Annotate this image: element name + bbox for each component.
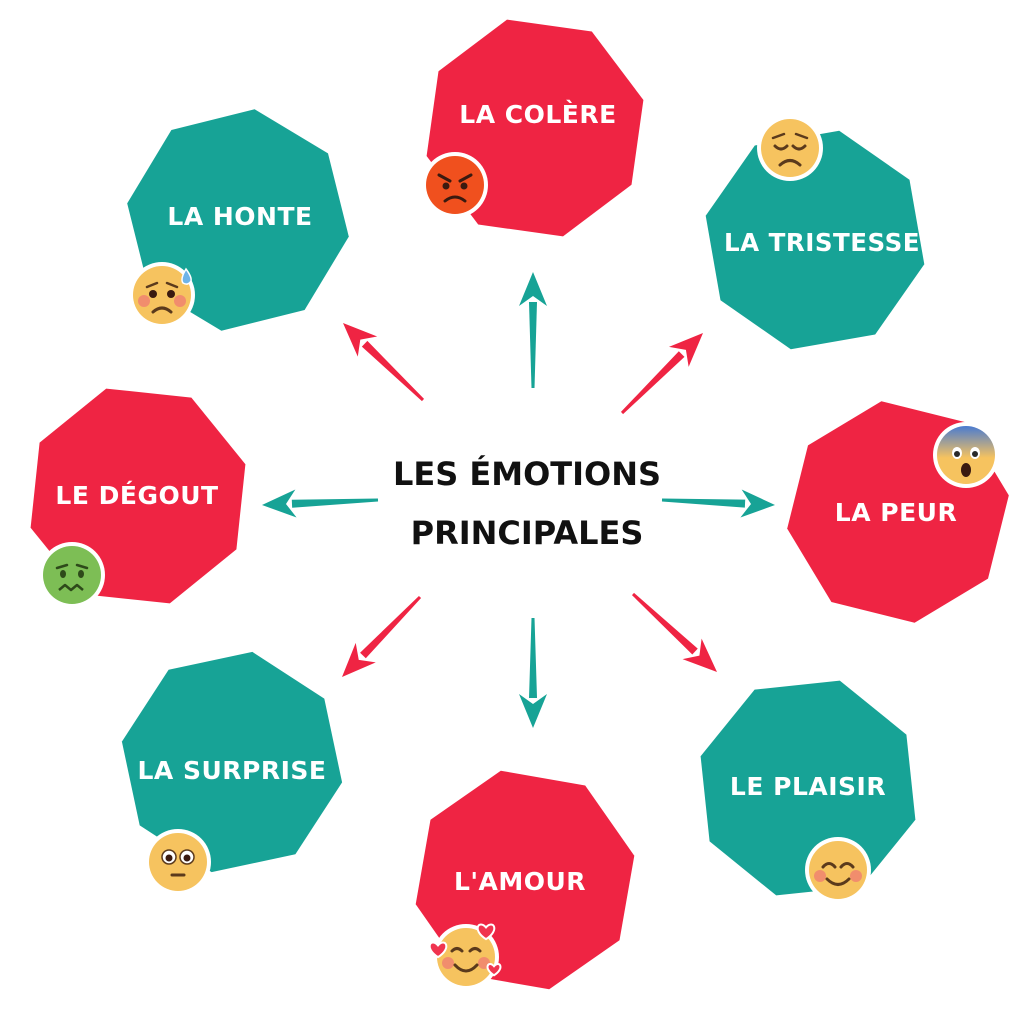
emotion-node-colere: LA COLÈRE (422, 19, 644, 237)
emotion-label-surprise: LA SURPRISE (138, 756, 327, 785)
emotion-label-peur: LA PEUR (835, 498, 957, 527)
arrow-head (342, 642, 376, 677)
nauseated-face-icon (39, 542, 105, 608)
octagon-shape (121, 651, 343, 873)
emotion-node-honte: LA HONTE (127, 109, 349, 331)
emotion-label-degout: LE DÉGOUT (55, 481, 218, 510)
emotion-label-plaisir: LE PLAISIR (730, 772, 886, 801)
angry-face-icon (422, 152, 488, 218)
emotion-node-degout: LE DÉGOUT (30, 388, 246, 608)
emotion-node-amour: L'AMOUR (415, 770, 635, 990)
emotion-label-tristesse: LA TRISTESSE (724, 228, 920, 257)
surprised-face-icon (145, 829, 211, 895)
emotion-nodes: LA COLÈRE LA TRISTESSE LA PEUR LE PLAISIR L'… (30, 19, 1009, 990)
connector-arrows (262, 272, 775, 728)
center-title-line-1: LES ÉMOTIONS (393, 455, 661, 493)
arrow-to-amour (519, 618, 547, 728)
arrow-to-colere (519, 272, 547, 388)
arrow-head (519, 694, 547, 728)
emotion-node-surprise: LA SURPRISE (121, 651, 343, 895)
arrow-to-peur (661, 489, 775, 518)
arrow-head (343, 323, 378, 357)
center-title-line-2: PRINCIPALES (411, 514, 644, 552)
fearful-face-icon (933, 422, 999, 488)
sad-face-icon (757, 115, 823, 181)
arrow-to-tristesse (620, 333, 703, 415)
arrow-head (682, 638, 717, 672)
anxious-sweat-face-icon (129, 262, 195, 328)
arrow-head (262, 489, 297, 518)
octagon-shape (700, 680, 916, 896)
arrow-to-plaisir (631, 592, 717, 672)
emotion-label-amour: L'AMOUR (454, 867, 586, 896)
emotion-label-honte: LA HONTE (167, 202, 312, 231)
emotion-node-peur: LA PEUR (787, 401, 1009, 623)
heart-eyes-face-icon (428, 923, 502, 990)
arrow-head (740, 489, 775, 518)
center-title: LES ÉMOTIONS PRINCIPALES (393, 455, 661, 552)
emotion-node-tristesse: LA TRISTESSE (705, 115, 925, 350)
emotion-label-colere: LA COLÈRE (459, 100, 616, 129)
arrow-head (668, 333, 703, 367)
emotion-node-plaisir: LE PLAISIR (700, 680, 916, 903)
arrow-head (519, 272, 547, 306)
smiling-face-icon (805, 837, 871, 903)
octagon-shape (705, 130, 925, 350)
arrow-to-honte (343, 323, 425, 402)
arrow-to-surprise (342, 595, 422, 677)
arrow-to-degout (262, 489, 379, 518)
